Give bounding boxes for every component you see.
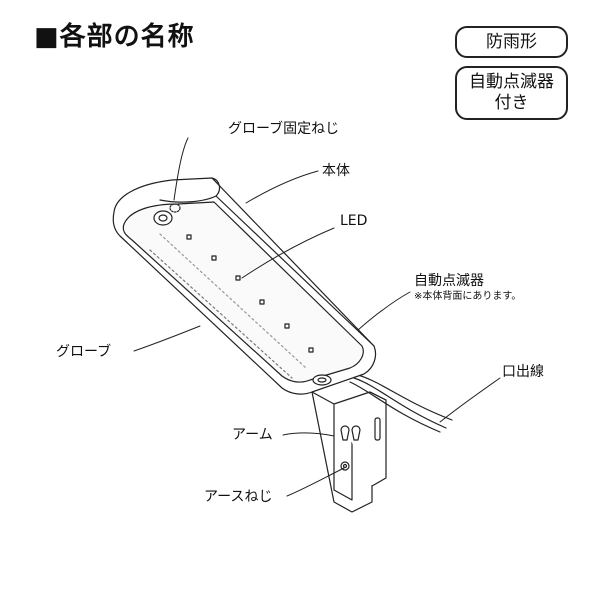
label-auto-flash: 自動点滅器: [414, 273, 484, 289]
lead-wires: [349, 373, 453, 433]
rainproof-badge-label: 防雨形: [486, 32, 537, 52]
auto-flash-badge-line1: 自動点滅器: [469, 72, 554, 92]
page-title: ■各部の名称: [34, 22, 195, 52]
globe-panel: [122, 201, 364, 383]
label-auto-flash-note: ※本体背面にあります。: [414, 291, 522, 302]
arm-bracket: [311, 391, 387, 513]
label-arm: アーム: [232, 427, 273, 443]
label-body: 本体: [322, 163, 350, 179]
label-globe: グローブ: [56, 344, 112, 360]
leader-lines: [133, 137, 501, 497]
auto-flash-badge: 自動点滅器 付き: [455, 66, 568, 120]
auto-flash-sensor: [312, 374, 332, 386]
rainproof-badge: 防雨形: [455, 26, 568, 58]
globe-screw: [153, 203, 181, 226]
led-dots: [186, 234, 314, 353]
label-globe-screw: グローブ固定ねじ: [228, 121, 340, 137]
auto-flash-badge-line2: 付き: [494, 93, 529, 113]
label-led: LED: [340, 213, 368, 229]
label-earth-screw: アースねじ: [204, 489, 273, 505]
label-lead-wire: 口出線: [502, 364, 544, 380]
